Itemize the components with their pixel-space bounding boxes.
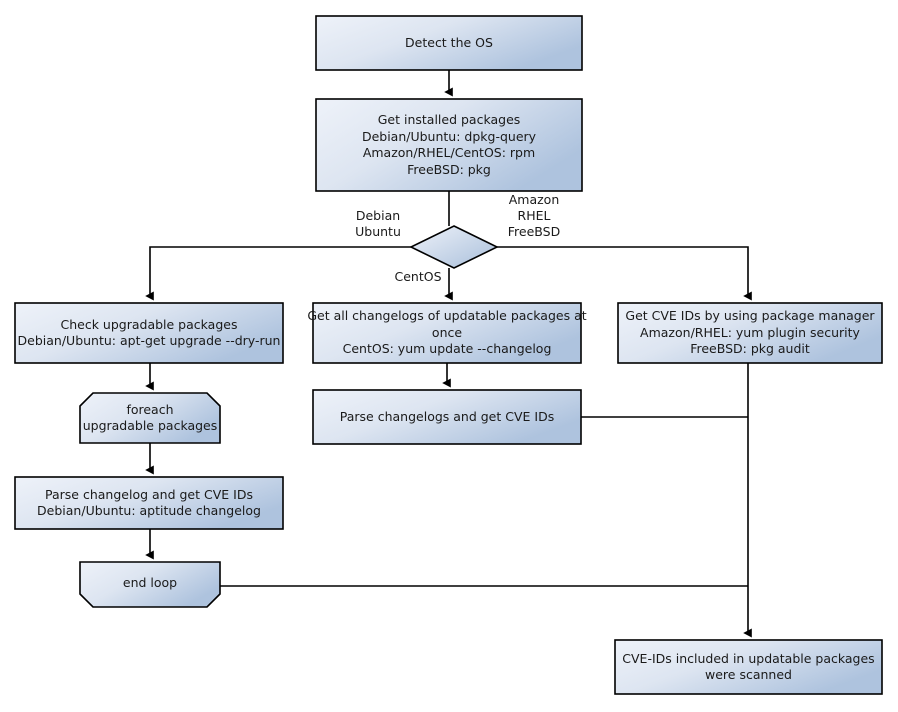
node-foreach-upgradable-packages xyxy=(79,392,221,444)
node-check-upgradable-packages xyxy=(14,302,284,364)
node-scan-complete xyxy=(614,639,883,695)
node-detect-os xyxy=(315,15,583,71)
node-os-decision xyxy=(409,225,499,269)
edge-decision-to-pkgmgr xyxy=(497,246,752,301)
node-end-loop xyxy=(79,561,221,608)
node-get-installed-packages xyxy=(315,98,583,192)
edge-decision-to-check-upgradable xyxy=(145,246,411,301)
node-get-cve-ids-pkgmgr xyxy=(617,302,883,364)
node-get-all-changelogs xyxy=(312,302,582,364)
node-parse-changelogs-centos xyxy=(312,389,582,445)
node-parse-changelog-debian xyxy=(14,476,284,530)
